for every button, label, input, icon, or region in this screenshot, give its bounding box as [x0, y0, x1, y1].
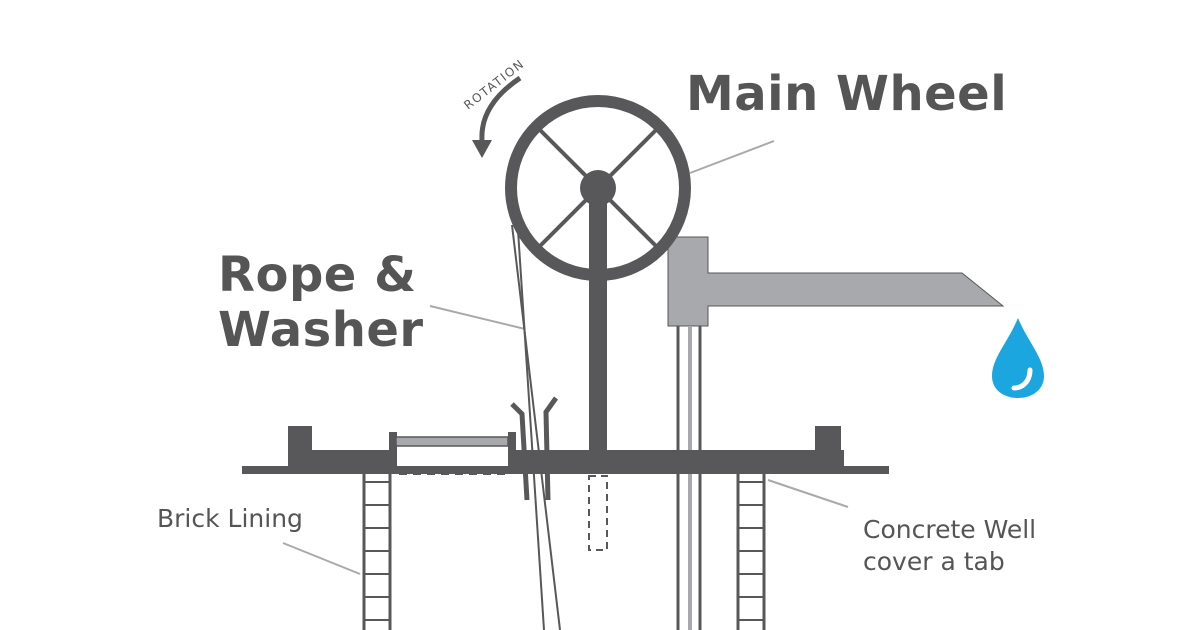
main-wheel-leader: [689, 140, 775, 174]
brick-lining-leader: [282, 542, 361, 575]
water-drop-icon: [992, 318, 1044, 398]
dashed-pipe: [588, 475, 608, 551]
rope-washer-label: Rope & Washer: [218, 248, 424, 358]
rope-washer-leader: [429, 305, 526, 330]
concrete-cover-label: Concrete Well cover a tab: [863, 514, 1036, 578]
pump-outlet: [667, 236, 1005, 327]
rope-washer-label-line1: Rope &: [218, 247, 417, 303]
rising-main-pipe: [676, 326, 702, 630]
concrete-cover-label-line1: Concrete Well: [863, 515, 1037, 544]
brick-lining-left: [362, 474, 392, 630]
concrete-cover-label-line2: cover a tab: [863, 547, 1005, 576]
brick-lining-label: Brick Lining: [157, 504, 303, 533]
rope: [511, 224, 561, 630]
access-hatch: [395, 436, 509, 475]
rope-washer-label-line2: Washer: [218, 302, 424, 358]
brick-lining-right: [736, 474, 766, 630]
rotation-arrow-icon: [472, 75, 522, 158]
main-wheel-label: Main Wheel: [686, 66, 1008, 122]
main-wheel: [505, 95, 691, 453]
concrete-cover-leader: [767, 479, 849, 508]
well-cover: [242, 426, 889, 474]
